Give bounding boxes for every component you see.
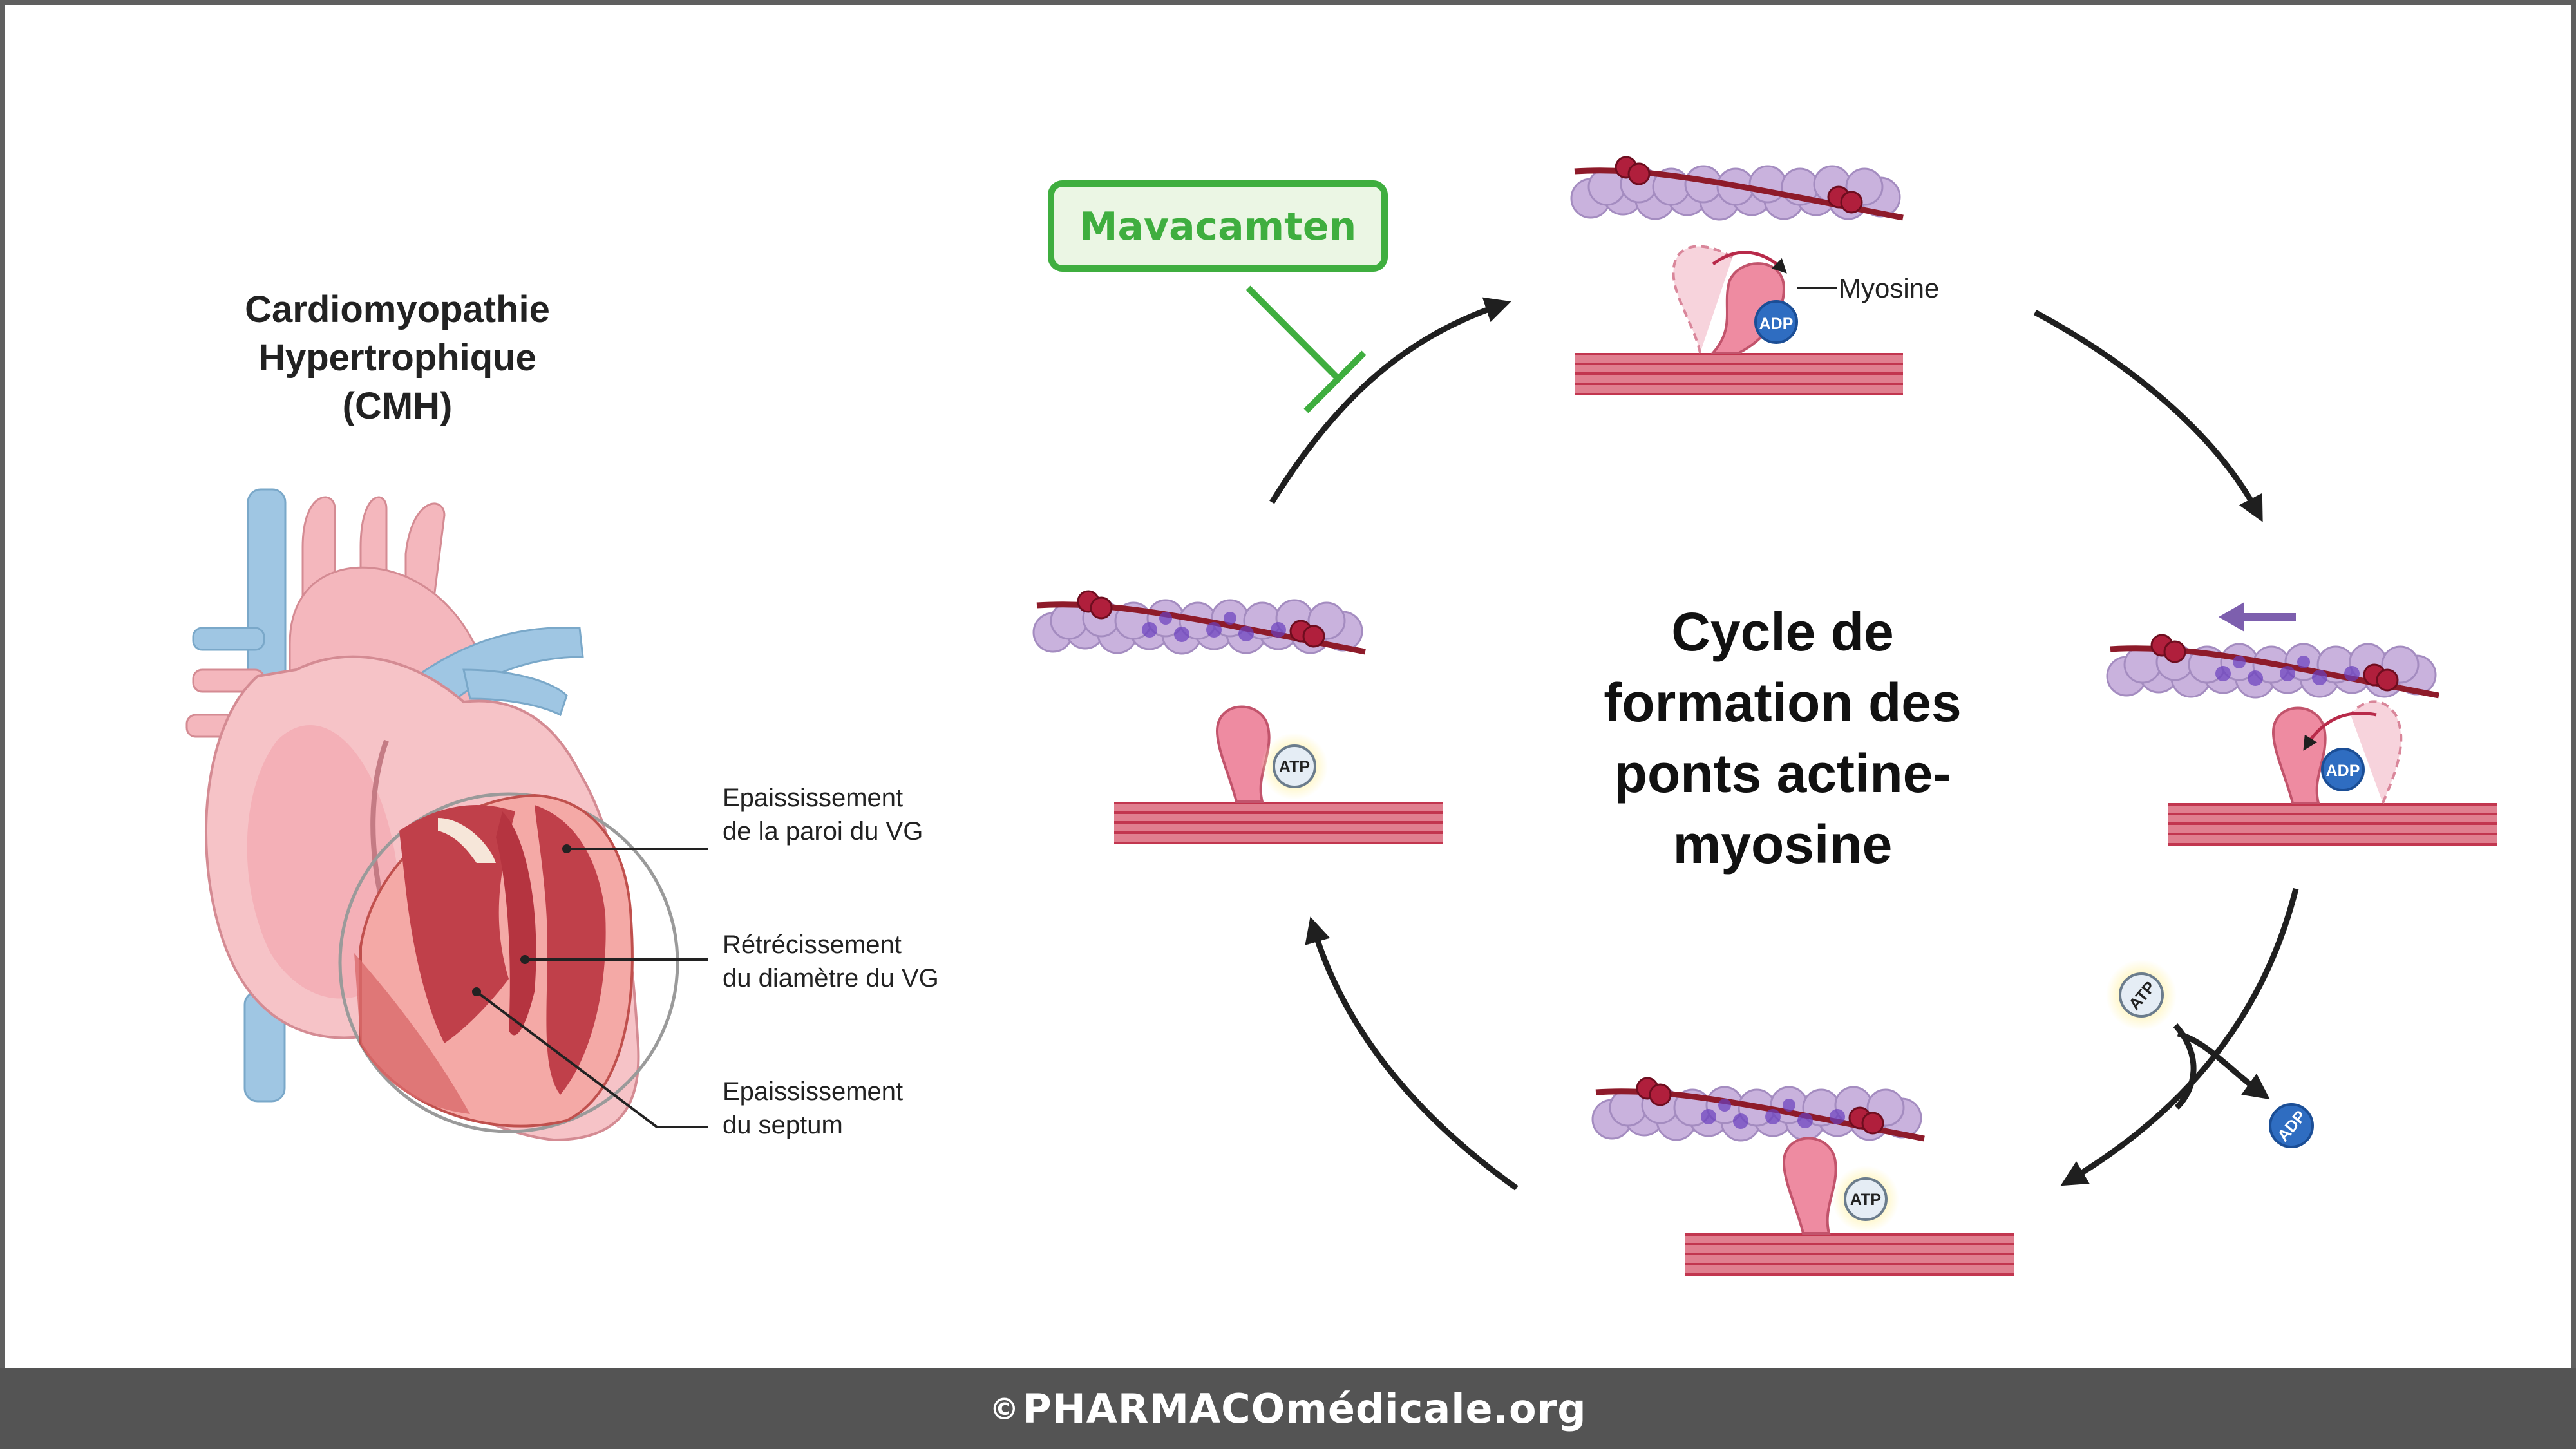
- copyright-symbol: ©: [989, 1391, 1020, 1426]
- pulmonary-vein: [192, 627, 265, 651]
- adp-label: ADP: [1759, 315, 1794, 333]
- drug-label: Mavacamten: [1079, 204, 1356, 249]
- annotation-leaders: [475, 848, 708, 1128]
- actin-filament: [2107, 635, 2439, 697]
- cycle-state-bottom: ATP: [1593, 1078, 2015, 1277]
- atp-label: ATP: [1279, 758, 1310, 776]
- heart-title-line: Hypertrophique: [258, 337, 536, 379]
- narrowed-cavity: [496, 811, 536, 1036]
- cycle-state-right: ADP: [2107, 602, 2498, 847]
- myosin-head: [1216, 705, 1271, 803]
- inhibition-bar: [1303, 350, 1367, 413]
- annotation-diameter-narrowing: du diamètre du VG: [723, 964, 939, 992]
- myosin-thick-filament: [1113, 800, 1444, 846]
- adp-label: ADP: [2326, 762, 2360, 780]
- magnification-circle: [338, 792, 679, 1133]
- cycle-arrows: [1269, 297, 2299, 1191]
- annotation-septum-thickening: du septum: [723, 1111, 843, 1139]
- actin-movement-arrowhead: [2219, 602, 2244, 632]
- footer-bar: © PHARMACOmédicale.org: [0, 1368, 2576, 1449]
- cycle-title-line: myosine: [1673, 814, 1893, 875]
- myosin-thick-filament: [2167, 802, 2498, 847]
- right-ventricle-trabeculae: [354, 953, 470, 1114]
- annotation-wall-thickening: Epaississement: [723, 784, 903, 812]
- cycle-title-line: Cycle de: [1671, 601, 1894, 662]
- thickened-septum: [399, 805, 515, 1043]
- atp-molecule: [1844, 1177, 1888, 1221]
- heart-title-line: (CMH): [343, 385, 453, 427]
- cycle-arrow-top-to-right: [2033, 310, 2263, 522]
- annotation-diameter-narrowing: Rétrécissement: [723, 931, 902, 959]
- heart-title-line: Cardiomyopathie: [245, 289, 550, 330]
- free-atp-molecule: [2119, 972, 2164, 1018]
- right-atrium: [247, 725, 400, 999]
- cycle-arrow-to-top: [1269, 297, 1511, 504]
- drug-label-box: [1048, 180, 1388, 272]
- atp-binding-arrow: [2173, 1023, 2197, 1110]
- cycle-state-top: Myosine ADP: [1571, 157, 1939, 397]
- leader-dot: [520, 955, 529, 964]
- adp-molecule: [2321, 748, 2365, 791]
- superior-vena-cava: [247, 488, 287, 684]
- footer-site-name: PHARMACOmédicale.org: [1022, 1385, 1587, 1432]
- diagram-canvas: Cardiomyopathie Hypertrophique (CMH) Epa…: [185, 0, 2498, 1277]
- myosin-head-prior-position: [1672, 245, 1734, 354]
- atp-label: ATP: [1850, 1191, 1881, 1209]
- inhibition-line: [1245, 285, 1342, 383]
- released-adp-molecule: [2269, 1103, 2314, 1148]
- rotation-arrow: [1712, 251, 1787, 274]
- cycle-title-line: formation des: [1604, 672, 1961, 733]
- myosin-head: [1783, 1137, 1837, 1235]
- actin-filament: [1593, 1078, 1924, 1141]
- adp-molecule: [1754, 300, 1798, 344]
- myosin-thick-filament: [1573, 352, 1904, 397]
- adp-release-arrow: [2177, 1030, 2270, 1100]
- myosin-thick-filament: [1684, 1232, 2015, 1277]
- mavacamten-inhibitor: Mavacamten: [1048, 180, 1388, 413]
- myosin-label: Myosine: [1839, 273, 1939, 303]
- annotation-septum-thickening: Epaississement: [723, 1077, 903, 1106]
- actin-filament: [1571, 157, 1903, 220]
- annotation-wall-thickening: de la paroi du VG: [723, 817, 923, 846]
- myosin-head: [2272, 706, 2327, 804]
- leader-dot: [472, 987, 481, 996]
- atp-molecule: [1273, 744, 1316, 788]
- valve: [438, 818, 496, 863]
- myosin-head-prior-position: [2349, 700, 2403, 804]
- pulmonary-artery-branch: [462, 668, 568, 717]
- cycle-title-line: ponts actine-: [1615, 743, 1951, 804]
- cycle-state-left: ATP: [1034, 591, 1444, 846]
- actin-filament: [1034, 591, 1365, 654]
- cycle-arrow-bottom-to-left: [1305, 916, 1519, 1191]
- thickened-ventricular-wall: [535, 805, 606, 1095]
- rotation-arrow: [2303, 711, 2377, 751]
- heart-illustration: [185, 488, 679, 1142]
- cycle-arrow-right-to-bottom: [2060, 887, 2299, 1186]
- leader-dot: [562, 844, 571, 853]
